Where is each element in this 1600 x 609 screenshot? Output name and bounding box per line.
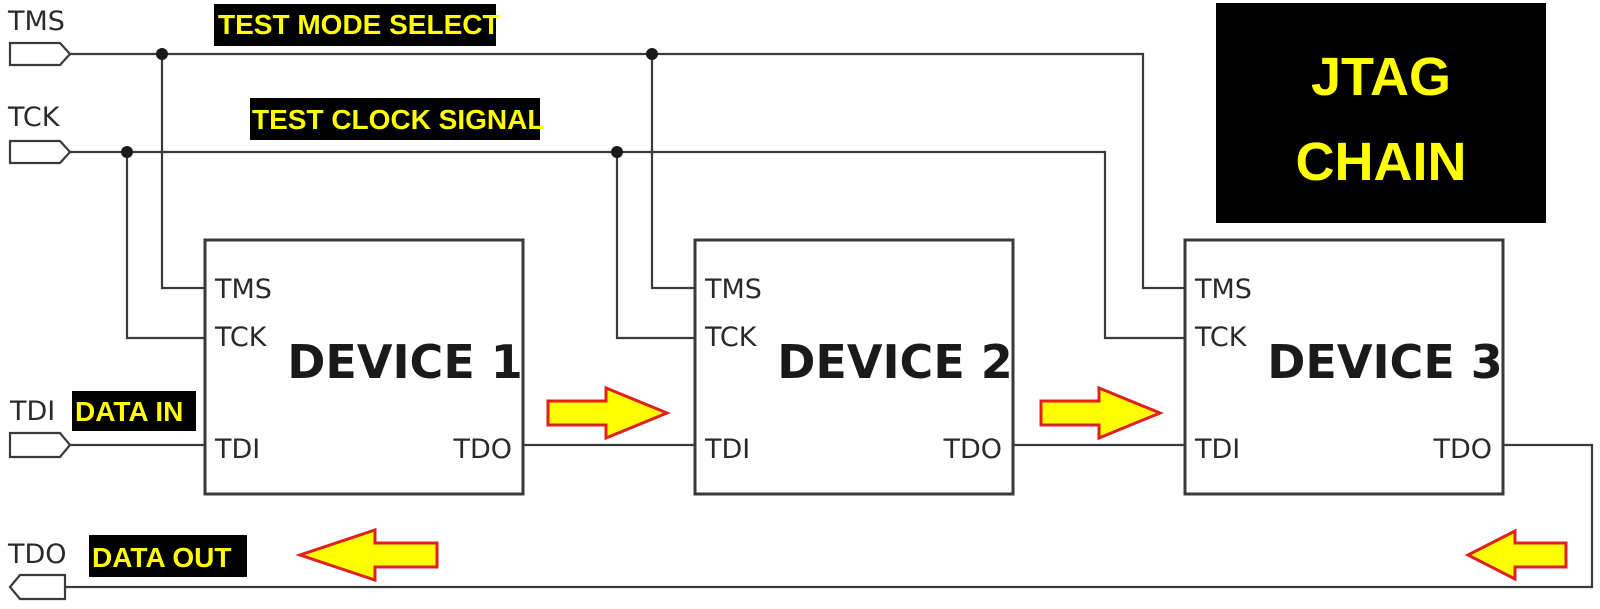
device-1: DEVICE 1 TMS TCK TDI TDO: [203, 238, 525, 496]
tck-pin-label: TCK: [1194, 322, 1248, 353]
tms-pin-label: TMS: [214, 274, 272, 305]
tdi-pin-label: TDI: [214, 434, 260, 465]
tck-port: [8, 139, 72, 165]
tdi-pin-label: TDI: [1194, 434, 1240, 465]
tms-annotation: TEST MODE SELECT: [218, 9, 500, 40]
tdo-pin-label: TDO: [452, 434, 512, 465]
tdo-port-label: TDO: [7, 539, 67, 570]
left-arrow-icon: [1464, 528, 1568, 582]
tms-annotation-bg: [214, 4, 496, 46]
device-3: DEVICE 3 TMS TCK TDI TDO: [1183, 238, 1505, 496]
tms-pin-label: TMS: [1194, 274, 1252, 305]
device-name: DEVICE 3: [1267, 335, 1503, 389]
tdi-pin-label: TDI: [704, 434, 750, 465]
tck-junction: [121, 146, 133, 158]
tck-annotation-bg: [250, 98, 540, 140]
tms-port: [8, 41, 72, 67]
device-2: DEVICE 2 TMS TCK TDI TDO: [693, 238, 1015, 496]
tck-pin-label: TCK: [704, 322, 758, 353]
tck-junction: [611, 146, 623, 158]
tms-port-label: TMS: [7, 6, 65, 37]
title-line1: JTAG: [1311, 47, 1451, 107]
device-box: [1183, 238, 1505, 496]
tck-port-label: TCK: [7, 102, 61, 133]
device-name: DEVICE 1: [287, 335, 523, 389]
right-arrow-icon: [1039, 385, 1164, 441]
tdi-port: [8, 431, 72, 459]
tdo-port: [8, 573, 67, 601]
left-arrow-icon: [295, 527, 439, 583]
tck-wire: [70, 150, 1185, 340]
tdi-port-label: TDI: [9, 396, 55, 427]
device-name: DEVICE 2: [777, 335, 1013, 389]
tms-wire: [70, 52, 1185, 290]
tms-junction: [646, 48, 658, 60]
tck-pin-label: TCK: [214, 322, 268, 353]
tms-junction: [156, 48, 168, 60]
tdi-annotation: DATA IN: [75, 396, 183, 427]
device-box: [693, 238, 1015, 496]
tdo-annotation: DATA OUT: [92, 542, 231, 573]
tdo-return-wire: [65, 443, 1594, 589]
tdo-annotation-bg: [89, 535, 247, 577]
title-block: [1216, 3, 1546, 223]
tms-pin-label: TMS: [704, 274, 762, 305]
device-box: [203, 238, 525, 496]
tck-annotation: TEST CLOCK SIGNAL: [252, 104, 544, 135]
tdi-annotation-bg: [72, 391, 196, 431]
title-line2: CHAIN: [1296, 132, 1467, 192]
tdo-pin-label: TDO: [942, 434, 1002, 465]
tdo-pin-label: TDO: [1432, 434, 1492, 465]
right-arrow-icon: [546, 385, 671, 441]
